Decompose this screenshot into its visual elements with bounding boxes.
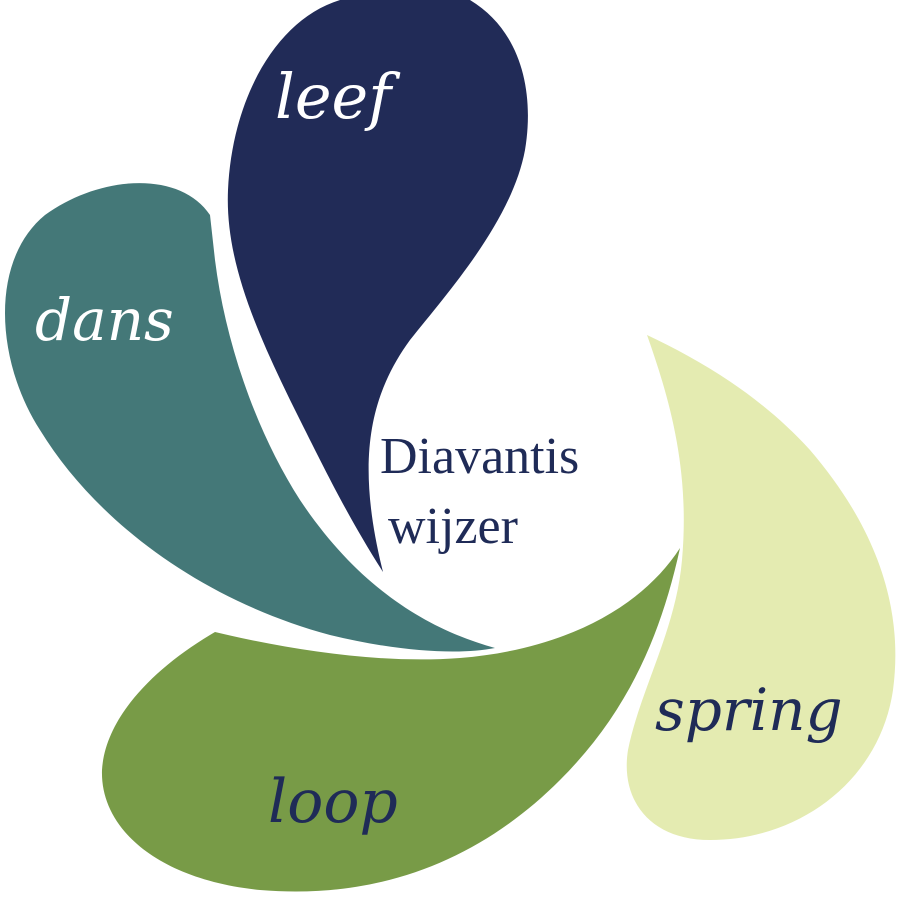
petal-label-loop: loop <box>268 767 398 837</box>
petal-leef <box>227 0 528 572</box>
petal-label-leef: leef <box>275 60 401 133</box>
petal-spring <box>626 335 896 840</box>
petal-dans <box>5 183 495 652</box>
petal-loop <box>101 548 680 892</box>
petal-label-spring: spring <box>655 676 843 744</box>
logo-title-line2: wijzer <box>388 498 518 555</box>
logo-title-line1: Diavantis <box>380 428 579 485</box>
petal-label-dans: dans <box>35 286 174 354</box>
